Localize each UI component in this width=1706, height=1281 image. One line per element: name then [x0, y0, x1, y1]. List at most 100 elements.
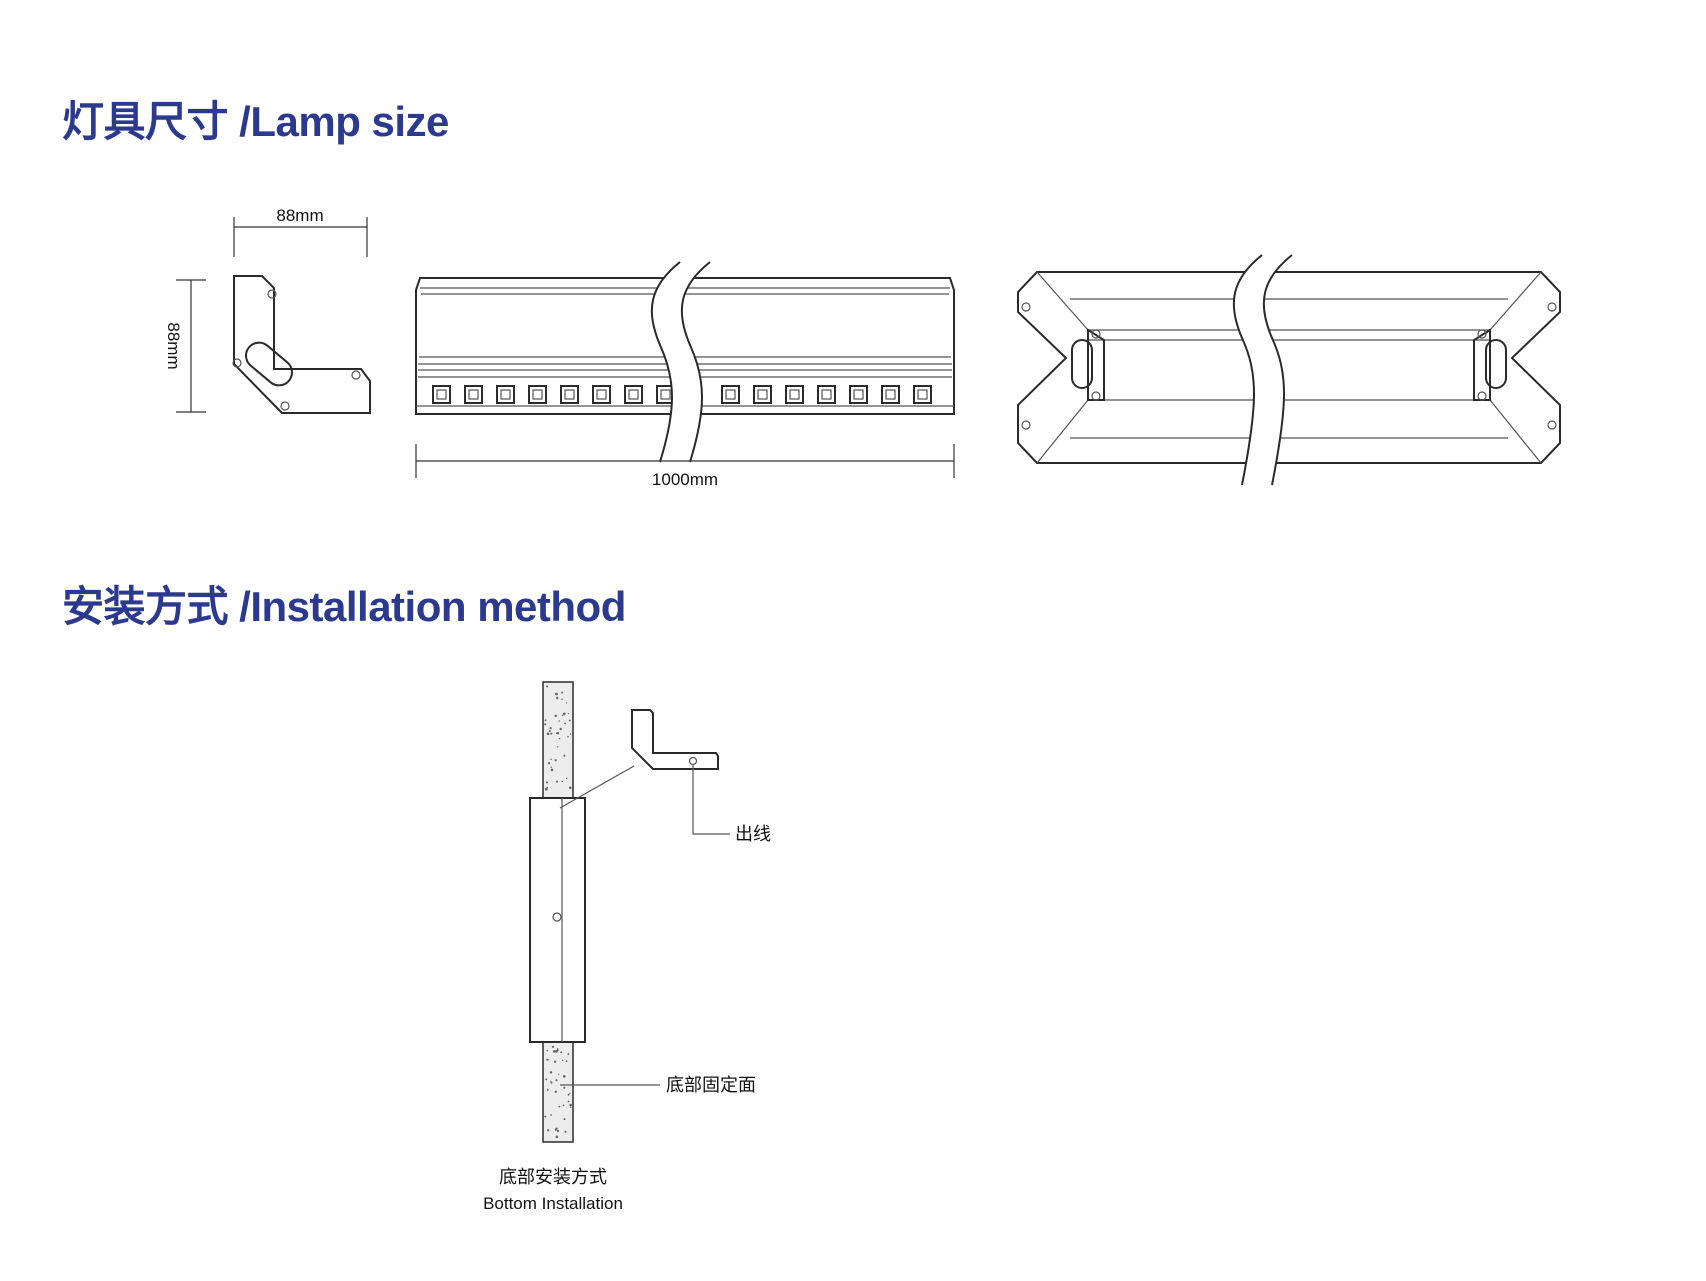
- break-line: [680, 261, 711, 463]
- led-lens: [436, 389, 447, 400]
- concrete-speck: [546, 786, 548, 789]
- concrete-speck: [555, 696, 559, 700]
- led-lens: [917, 389, 928, 400]
- concrete-speck: [548, 1059, 550, 1061]
- concrete-speck: [544, 723, 547, 726]
- concrete-speck: [554, 759, 557, 762]
- screw: [1477, 329, 1487, 339]
- concrete-speck: [565, 777, 568, 780]
- wall-upper: [542, 681, 574, 799]
- screw: [1021, 420, 1031, 430]
- led-lens: [628, 389, 639, 400]
- concrete-speck: [565, 702, 568, 704]
- concrete-speck: [555, 780, 558, 783]
- caption-cn: 底部安装方式: [499, 1167, 607, 1188]
- led-lens: [853, 389, 864, 400]
- concrete-speck: [569, 1103, 572, 1107]
- concrete-speck: [555, 1079, 558, 1082]
- concrete-speck: [545, 781, 549, 784]
- concrete-speck: [546, 1058, 549, 1061]
- concrete-speck: [557, 746, 559, 748]
- mounted-lamp: [529, 797, 586, 1043]
- profile-view: 88mm 88mm: [164, 206, 371, 414]
- led-cell: [849, 385, 868, 404]
- outlet-leader: [692, 765, 730, 835]
- concrete-speck: [544, 787, 548, 791]
- led-lens: [725, 389, 736, 400]
- screw: [267, 289, 277, 299]
- concrete-speck: [554, 1090, 557, 1093]
- concrete-speck: [555, 1049, 558, 1053]
- concrete-speck: [567, 1100, 570, 1103]
- concrete-speck: [548, 729, 551, 733]
- led-cell: [464, 385, 483, 404]
- concrete-speck: [563, 1118, 566, 1121]
- concrete-speck: [546, 1049, 548, 1052]
- leader-line: [559, 765, 635, 809]
- concrete-speck: [563, 1086, 566, 1089]
- led-cell: [432, 385, 451, 404]
- led-cell: [913, 385, 932, 404]
- wall-texture: [544, 685, 572, 1139]
- width-dimension-label: 88mm: [276, 206, 323, 225]
- outlet-label: 出线: [735, 824, 771, 845]
- concrete-speck: [567, 735, 569, 738]
- concrete-speck: [570, 1106, 572, 1108]
- led-cell: [624, 385, 643, 404]
- height-dimension-label: 88mm: [164, 322, 183, 369]
- concrete-speck: [549, 726, 552, 730]
- break-line: [1232, 254, 1263, 486]
- concrete-speck: [560, 1051, 563, 1054]
- front-body: [415, 277, 955, 415]
- concrete-speck: [569, 1092, 571, 1095]
- concrete-speck: [561, 691, 564, 694]
- break-line: [1262, 254, 1293, 486]
- concrete-speck: [561, 1059, 564, 1061]
- led-lens: [789, 389, 800, 400]
- concrete-speck: [555, 692, 558, 696]
- concrete-speck: [550, 1114, 552, 1116]
- wall-lower: [542, 1041, 574, 1143]
- led-cell: [592, 385, 611, 404]
- led-lens: [500, 389, 511, 400]
- concrete-speck: [544, 719, 547, 722]
- led-lens: [660, 389, 671, 400]
- led-row-right: [721, 385, 932, 404]
- concrete-speck: [561, 698, 563, 700]
- concrete-speck: [558, 720, 560, 722]
- height-dimension: 88mm: [164, 279, 206, 413]
- concrete-speck: [556, 1129, 560, 1133]
- concrete-speck: [546, 685, 549, 688]
- led-cell: [817, 385, 836, 404]
- concrete-speck: [561, 780, 563, 783]
- led-cell: [785, 385, 804, 404]
- top-view: [1017, 254, 1561, 486]
- concrete-speck: [562, 1104, 565, 1107]
- break-mask: [1233, 255, 1292, 485]
- led-row-left: [432, 385, 675, 404]
- concrete-speck: [554, 714, 557, 718]
- concrete-speck: [546, 732, 550, 736]
- profile-slot: [245, 341, 293, 387]
- top-outline: [1017, 271, 1561, 464]
- concrete-speck: [555, 732, 558, 735]
- concrete-speck: [558, 1073, 560, 1075]
- concrete-speck: [565, 1060, 568, 1062]
- length-dimension-label: 1000mm: [652, 470, 718, 489]
- cable-outlet-hole: [552, 912, 562, 922]
- concrete-speck: [553, 1060, 557, 1063]
- concrete-speck: [569, 733, 572, 735]
- concrete-speck: [564, 722, 566, 725]
- screw: [1091, 391, 1101, 401]
- led-cell: [753, 385, 772, 404]
- base-surface-label: 底部固定面: [666, 1075, 756, 1096]
- concrete-speck: [546, 1088, 549, 1091]
- concrete-speck: [553, 1050, 556, 1053]
- led-lens: [468, 389, 479, 400]
- concrete-speck: [550, 1081, 553, 1084]
- installation-diagram: 出线 底部固定面 底部安装方式 Bottom Installation: [483, 681, 771, 1213]
- width-dimension: 88mm: [233, 206, 368, 257]
- concrete-speck: [546, 1129, 550, 1132]
- led-lens: [532, 389, 543, 400]
